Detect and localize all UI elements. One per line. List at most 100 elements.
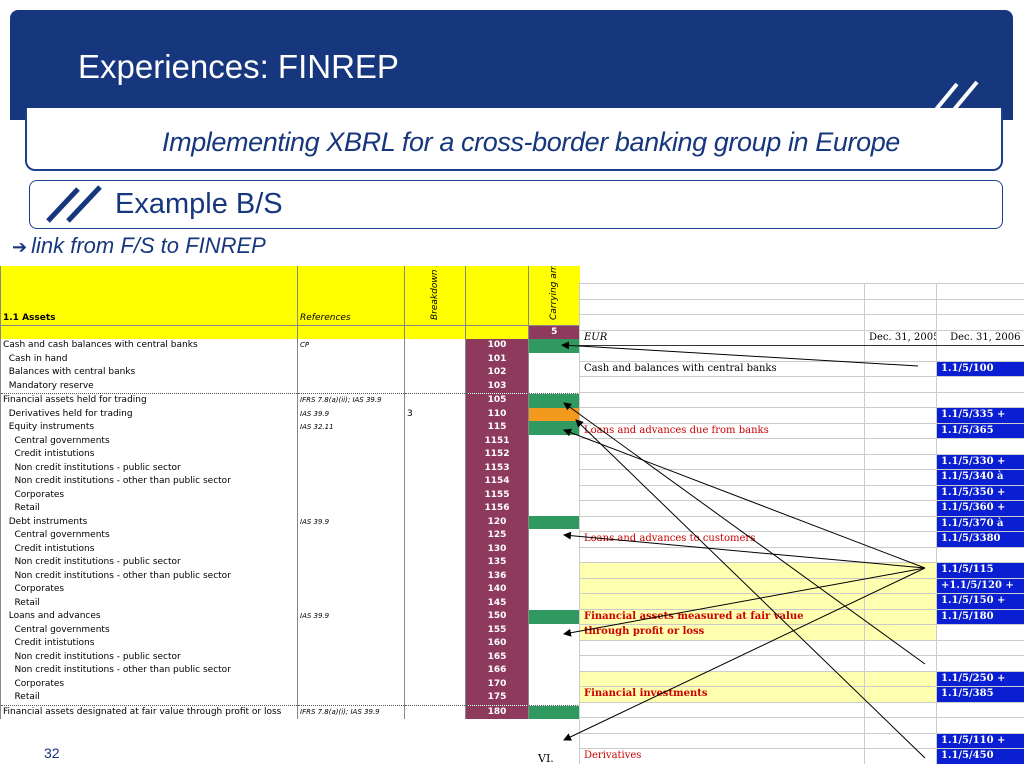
- fs-row: [579, 391, 1024, 408]
- fs-ref-cell: [936, 391, 1024, 408]
- fs-row: 1.1/5/340 à: [579, 469, 1024, 485]
- fs-row: +1.1/5/120 +: [579, 577, 1024, 594]
- fs-2005-cell: [864, 655, 937, 671]
- finrep-carrying-cell: [528, 569, 580, 583]
- fs-label-cell: [579, 655, 865, 671]
- finrep-carrying-cell: [528, 610, 580, 624]
- finrep-carrying-cell: [528, 650, 580, 664]
- fs-row: [579, 546, 1024, 563]
- finrep-bd-cell: [404, 542, 466, 556]
- fs-2005-cell: [864, 484, 937, 501]
- finrep-carrying-cell: [528, 691, 580, 705]
- fs-row: 1.1/5/330 +: [579, 453, 1024, 470]
- fs-row: [579, 655, 1024, 671]
- finrep-bd-cell: [404, 488, 466, 502]
- fs-ref-cell: [936, 701, 1024, 718]
- finrep-label-cell: Cash in hand: [0, 352, 298, 366]
- finrep-ref-cell: IAS 39.9: [297, 610, 405, 624]
- fs-label-cell: through profit or loss: [579, 624, 865, 640]
- finrep-carrying-cell: [528, 704, 580, 719]
- fs-ref-cell: 1.1/5/100: [936, 360, 1024, 377]
- finrep-carrying-cell: [528, 407, 580, 421]
- finrep-label-cell: Corporates: [0, 677, 298, 691]
- finrep-bd-cell: [404, 475, 466, 489]
- finrep-carrying-cell: [528, 488, 580, 502]
- fs-2005-cell: [864, 701, 937, 718]
- finrep-bd-cell: [404, 434, 466, 448]
- fs-ref-cell: [936, 438, 1024, 454]
- fs-label-cell: [579, 345, 865, 361]
- finrep-label-cell: Credit intistutions: [0, 637, 298, 651]
- finrep-code-cell: 1151: [465, 434, 529, 448]
- fs-2005-cell: [864, 500, 937, 516]
- finrep-code-cell: 120: [465, 515, 529, 529]
- fs-ref-cell: [936, 314, 1024, 330]
- fs-ref-cell: [936, 298, 1024, 315]
- finrep-label-cell: Financial assets held for trading: [0, 393, 298, 408]
- finrep-carrying-cell: [528, 596, 580, 610]
- fs-row: 1.1/5/370 à: [579, 515, 1024, 532]
- finrep-bd-cell: [404, 556, 466, 570]
- fs-row: [579, 438, 1024, 454]
- finrep-label-cell: Non credit institutions - other than pub…: [0, 664, 298, 678]
- fs-row: [579, 717, 1024, 733]
- fs-year1: Dec. 31, 2005: [864, 329, 937, 346]
- finrep-ref-cell: [297, 366, 405, 380]
- fs-2005-cell: [864, 283, 937, 299]
- fs-row: [579, 298, 1024, 315]
- finrep-label-cell: Financial assets designated at fair valu…: [0, 704, 298, 719]
- finrep-carrying-cell: [528, 434, 580, 448]
- finrep-ref-cell: [297, 352, 405, 366]
- finrep-label-cell: Equity instruments: [0, 421, 298, 435]
- finrep-header-breakdown: Breakdown in table: [404, 266, 466, 326]
- finrep-label-cell: Derivatives held for trading: [0, 407, 298, 421]
- finrep-ref-cell: [297, 623, 405, 637]
- finrep-table: 1.1 Assets References Breakdown in table…: [0, 266, 580, 719]
- finrep-code-cell: 136: [465, 569, 529, 583]
- fs-ref-cell: 1.1/5/360 +: [936, 500, 1024, 516]
- finrep-bd-cell: [404, 637, 466, 651]
- fs-2005-cell: [864, 391, 937, 408]
- fs-row: 1.1/5/350 +: [579, 484, 1024, 501]
- fs-row: [579, 639, 1024, 656]
- fs-ref-cell: 1.1/5/340 à: [936, 469, 1024, 485]
- finrep-row: Cash and cash balances with central bank…: [0, 339, 580, 353]
- fs-2005-cell: [864, 639, 937, 656]
- finrep-code-cell: 102: [465, 366, 529, 380]
- finrep-bd-cell: [404, 461, 466, 475]
- fs-label-cell: [579, 670, 865, 687]
- finrep-label-cell: Retail: [0, 502, 298, 516]
- finrep-bd-cell: [404, 421, 466, 435]
- fs-ref-cell: 1.1/5/365: [936, 422, 1024, 439]
- finrep-label-cell: Central governments: [0, 623, 298, 637]
- fs-label-cell: [579, 639, 865, 656]
- finrep-label-cell: Non credit institutions - other than pub…: [0, 475, 298, 489]
- fs-label-cell: Loans and advances to customers: [579, 531, 865, 547]
- finrep-code-cell: 1153: [465, 461, 529, 475]
- fs-2005-cell: [864, 360, 937, 377]
- subtitle-box: [25, 108, 1003, 171]
- fs-label-cell: [579, 453, 865, 470]
- finrep-header-references: References: [297, 266, 405, 326]
- finrep-ref-cell: IAS 32.11: [297, 421, 405, 435]
- finrep-label-cell: Mandatory reserve: [0, 379, 298, 394]
- finrep-bd-cell: [404, 529, 466, 543]
- fs-2005-cell: [864, 314, 937, 330]
- finrep-label-cell: Central governments: [0, 529, 298, 543]
- fs-ref-cell: [936, 546, 1024, 563]
- arrow-right-icon: ➔: [12, 237, 28, 257]
- finrep-row: Financial assets designated at fair valu…: [0, 704, 580, 719]
- fs-2005-cell: [864, 345, 937, 361]
- finrep-ref-cell: [297, 502, 405, 516]
- finrep-code-cell: 180: [465, 704, 529, 719]
